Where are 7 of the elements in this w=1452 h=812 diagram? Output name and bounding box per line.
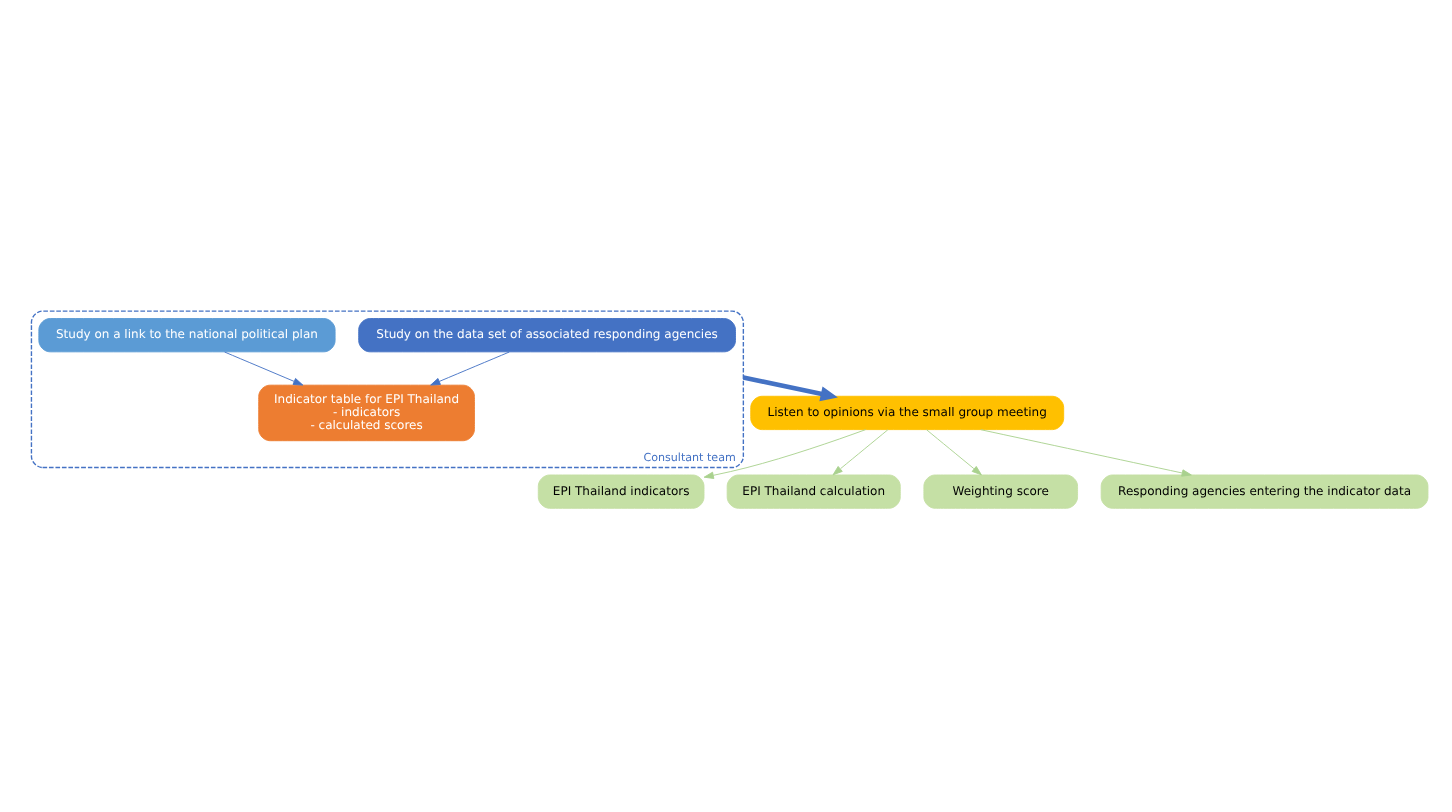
arrow xyxy=(980,429,1192,477)
arrow xyxy=(926,429,982,476)
arrow xyxy=(742,375,838,402)
arrow xyxy=(430,351,510,386)
arrow xyxy=(703,429,867,479)
arrow xyxy=(832,429,889,476)
arrow xyxy=(224,351,304,386)
